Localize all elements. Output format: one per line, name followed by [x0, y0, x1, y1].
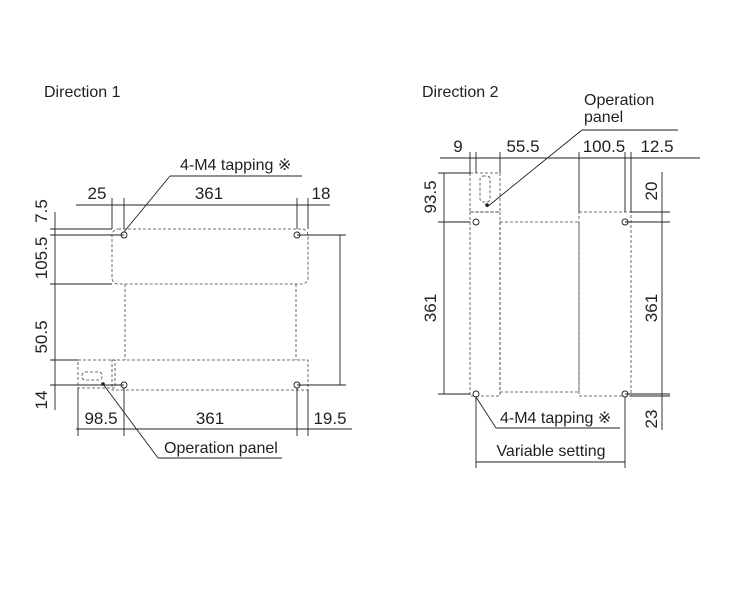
- dim-d1-bottom-span: 361: [196, 409, 224, 428]
- d2-variable-setting-label: Variable setting: [496, 443, 605, 460]
- right-plate: [578, 211, 632, 397]
- direction1-drawing: 25 361 18 4-M4 tapping ※ 7.5 105.5 50.5 …: [32, 157, 352, 459]
- lower-plate: [111, 359, 309, 391]
- dim-d2-right-a: 20: [642, 182, 661, 201]
- d1-tapping-label: 4-M4 tapping ※: [180, 157, 291, 174]
- dim-d1-top-left: 25: [88, 184, 107, 203]
- upper-plate: [111, 228, 309, 285]
- d1-operation-panel-label: Operation panel: [164, 440, 278, 457]
- d2-operation-panel-label-line2: panel: [584, 109, 623, 126]
- dim-d2-right-c: 23: [642, 410, 661, 429]
- dim-d1-left-d: 14: [32, 391, 51, 410]
- dim-d2-top-c: 100.5: [583, 137, 626, 156]
- dim-d1-left-a: 7.5: [32, 199, 51, 223]
- dim-d1-top-right: 18: [312, 184, 331, 203]
- operation-panel-box: [469, 172, 501, 213]
- dim-d2-top-a: 9: [453, 137, 462, 156]
- direction2-title: Direction 2: [422, 84, 499, 101]
- operation-panel-display: [81, 371, 103, 381]
- operation-panel-display: [479, 175, 491, 203]
- dim-d1-left-b: 105.5: [32, 237, 51, 280]
- tapping-hole: [472, 218, 480, 226]
- tapping-hole: [472, 390, 480, 398]
- middle-body: [499, 221, 580, 393]
- dim-d2-top-d: 12.5: [640, 137, 673, 156]
- dim-d2-left-b: 361: [421, 294, 440, 322]
- left-plate: [469, 211, 501, 397]
- d2-tapping-label: 4-M4 tapping ※: [500, 410, 611, 427]
- operation-panel-box: [77, 359, 116, 389]
- dim-d1-top-span: 361: [195, 184, 223, 203]
- direction1-title: Direction 1: [44, 84, 121, 101]
- dim-d1-left-c: 50.5: [32, 320, 51, 353]
- dim-d1-bottom-left: 98.5: [84, 409, 117, 428]
- dim-d1-bottom-right: 19.5: [313, 409, 346, 428]
- dim-d2-top-b: 55.5: [506, 137, 539, 156]
- direction2-drawing: Operation panel 9 55.5 100.5 12.5: [421, 92, 700, 468]
- dim-d2-right-b: 361: [642, 294, 661, 322]
- d2-operation-panel-label-line1: Operation: [584, 92, 654, 109]
- dim-d2-left-a: 93.5: [421, 180, 440, 213]
